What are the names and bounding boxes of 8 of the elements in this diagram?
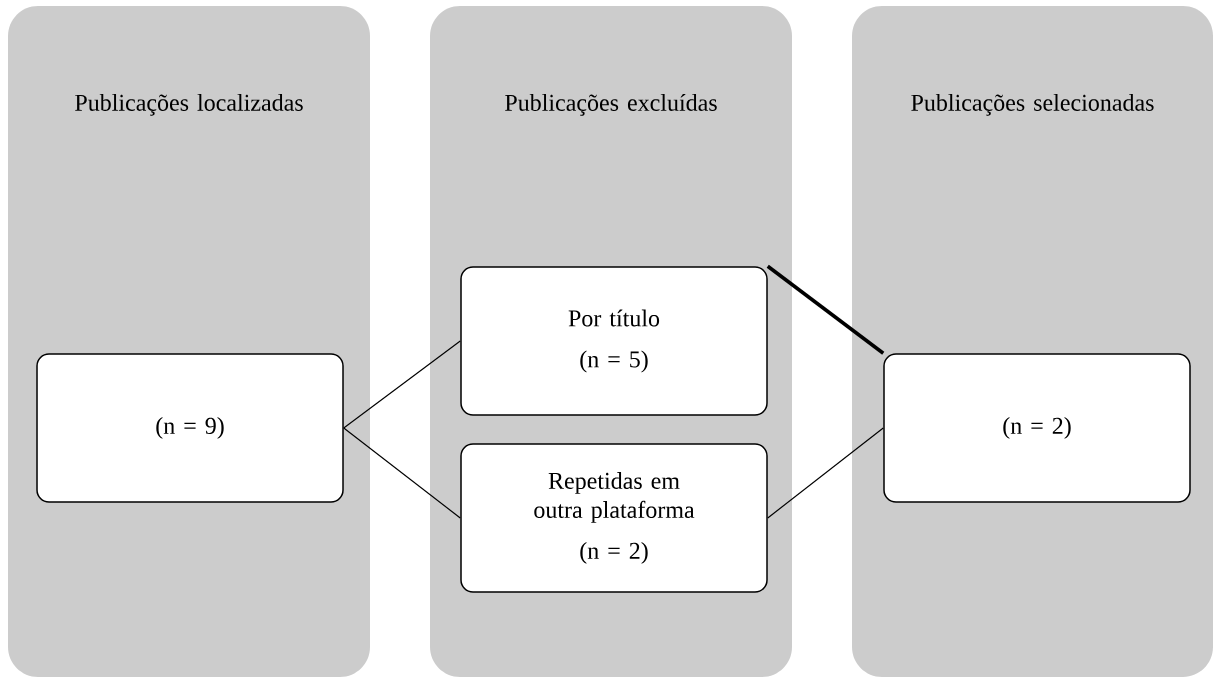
connector-line — [766, 264, 885, 355]
process-box: Repetidas em outra plataforma (n = 2) — [460, 443, 768, 593]
process-box: (n = 9) — [36, 353, 344, 503]
process-box: Por título (n = 5) — [460, 266, 768, 416]
connector-line — [343, 340, 461, 429]
connector-line — [343, 427, 461, 519]
process-box: (n = 2) — [883, 353, 1191, 503]
connector-line — [767, 427, 884, 519]
